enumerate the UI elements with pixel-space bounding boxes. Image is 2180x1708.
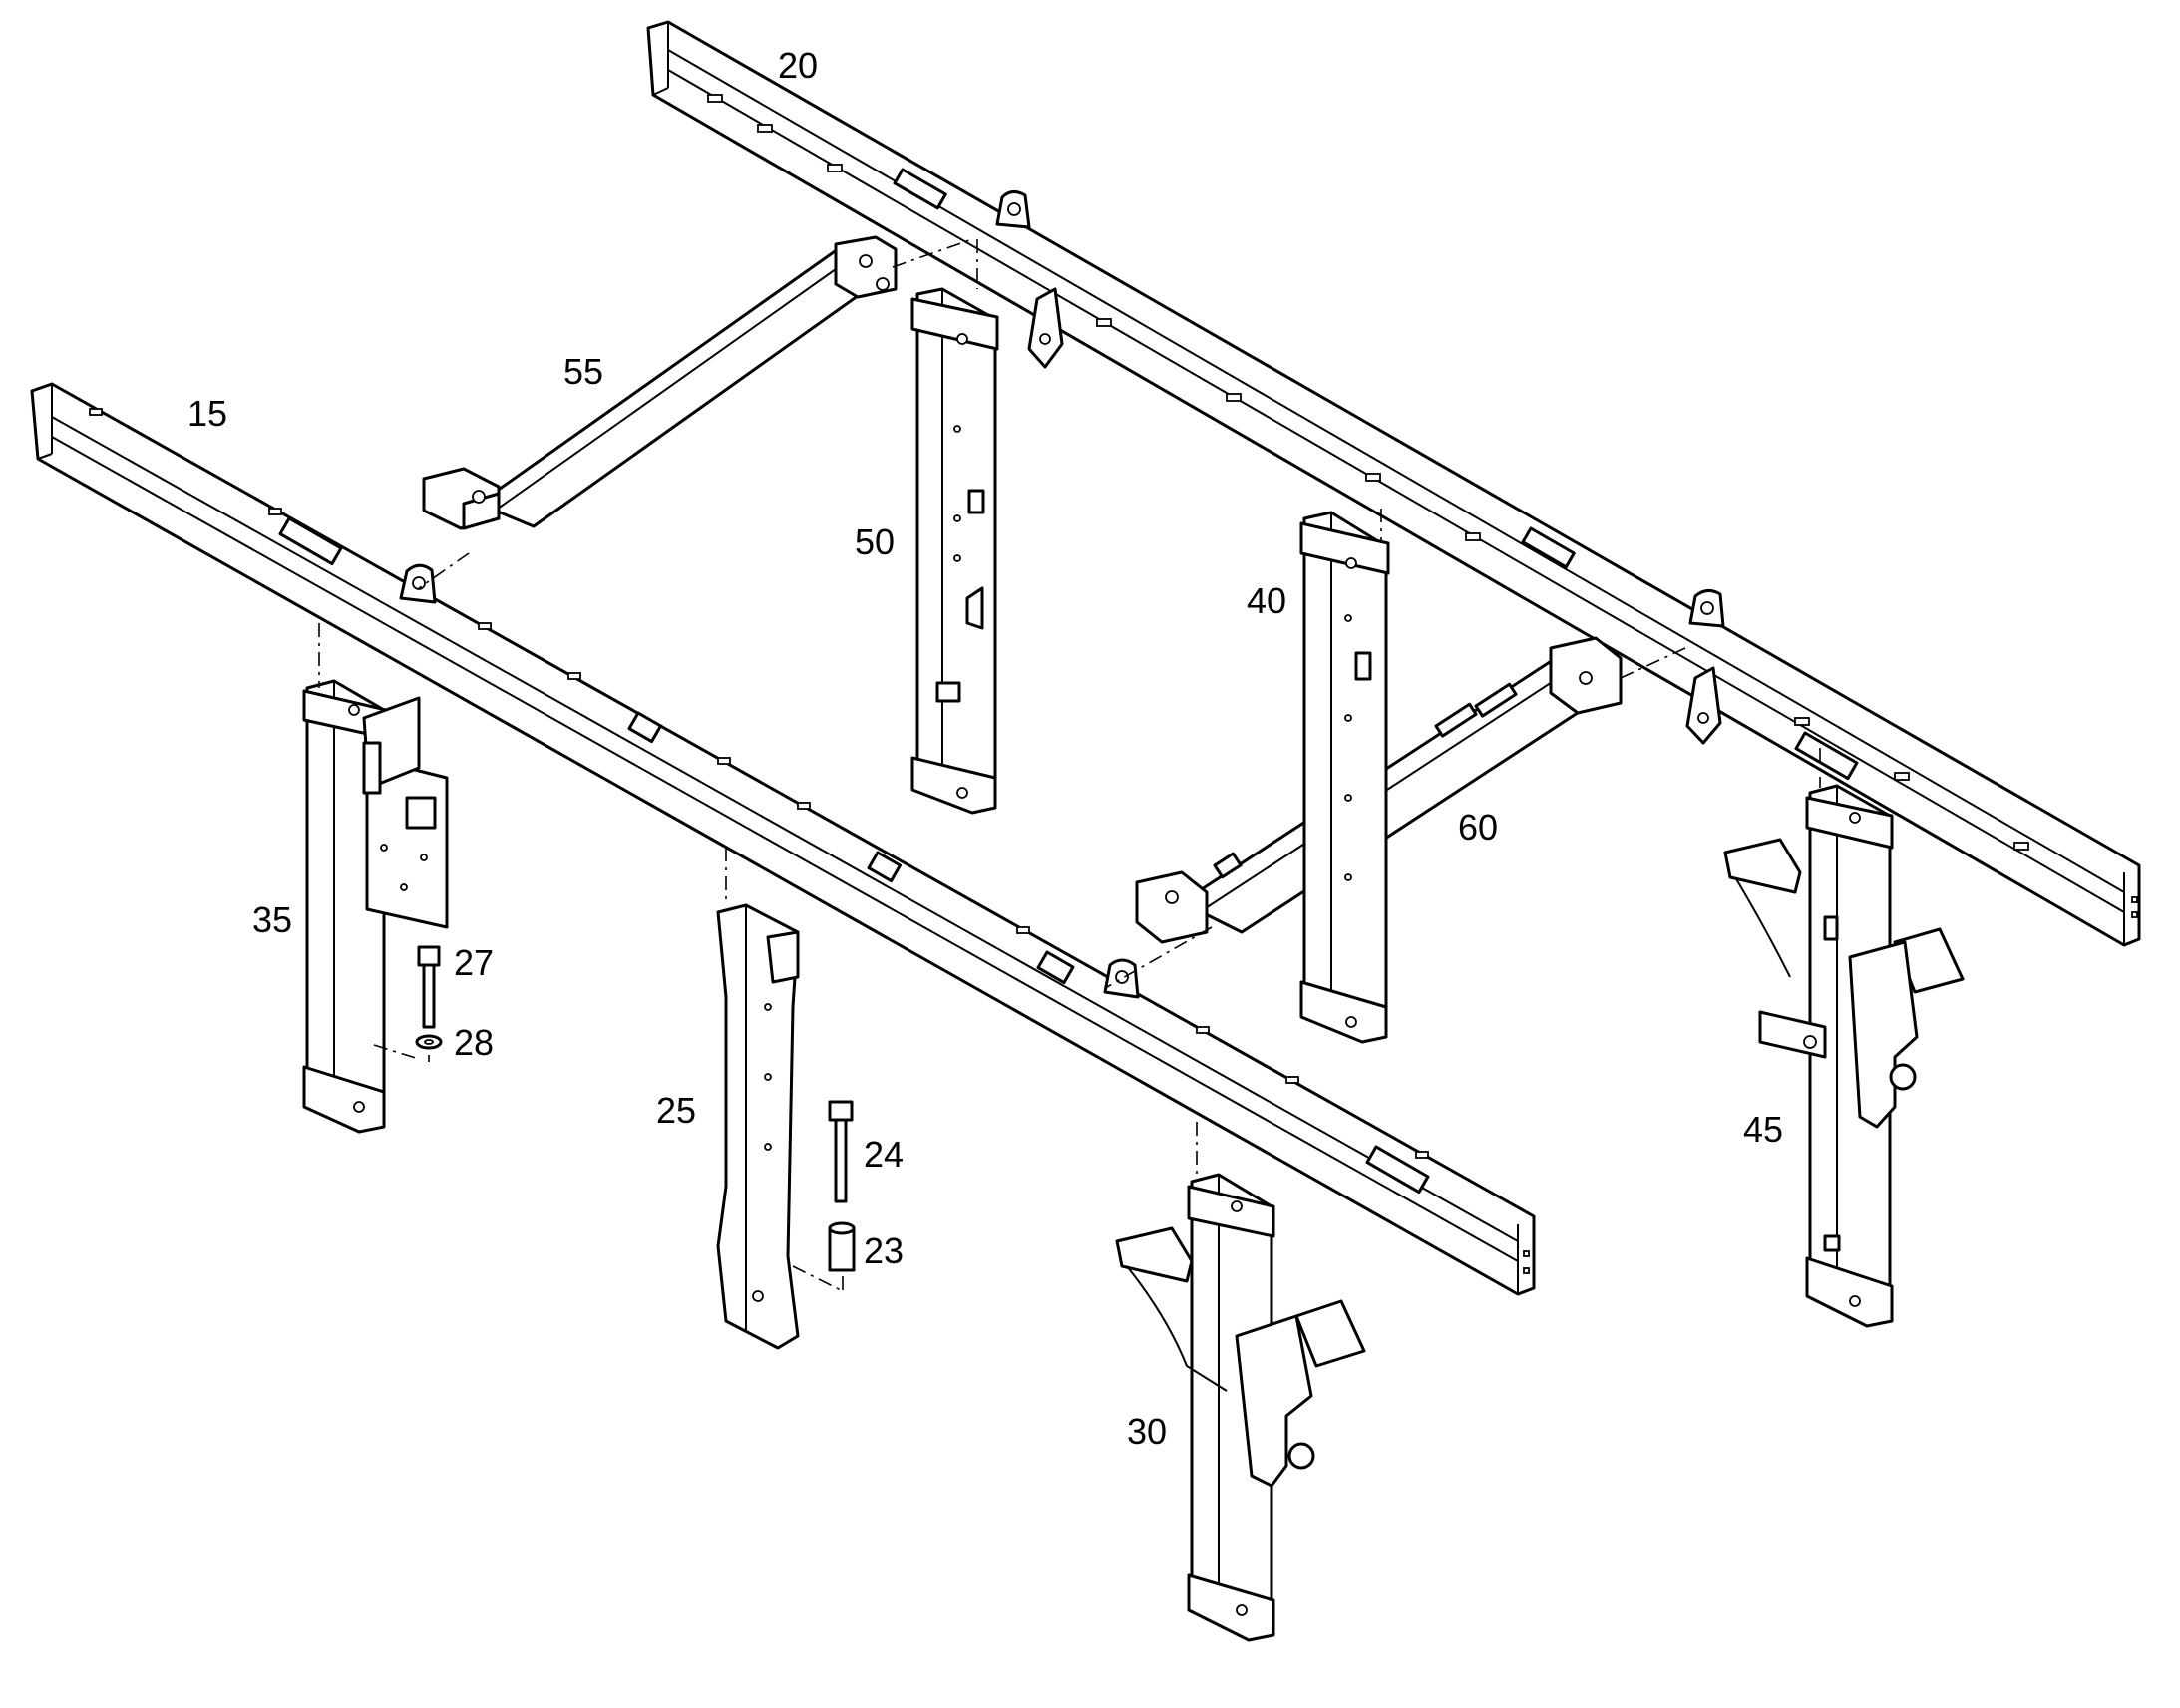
part-25-leg xyxy=(716,903,800,1350)
callout-23: 23 xyxy=(864,1230,904,1271)
part-24-bolt xyxy=(828,1100,854,1203)
part-40-leg xyxy=(1299,511,1390,1044)
part-35-leg xyxy=(302,679,449,1134)
callout-20: 20 xyxy=(778,45,818,86)
part-60-cross-member xyxy=(1135,636,1623,944)
callout-60: 60 xyxy=(1458,807,1498,848)
part-45-leg xyxy=(1723,784,1965,1328)
part-20-rear-beam xyxy=(646,20,2141,947)
part-27-bolt xyxy=(417,945,441,1029)
callout-25: 25 xyxy=(656,1090,696,1131)
callout-40: 40 xyxy=(1247,580,1286,621)
part-50-leg xyxy=(910,287,999,815)
callout-labels: 20 15 55 50 40 60 35 27 28 25 24 23 45 3… xyxy=(187,45,1783,1452)
leader-lines xyxy=(318,238,1821,1292)
callout-45: 45 xyxy=(1743,1109,1783,1150)
callout-27: 27 xyxy=(454,942,494,983)
callout-55: 55 xyxy=(563,351,603,392)
part-28-washer xyxy=(415,1034,443,1050)
callout-35: 35 xyxy=(252,899,292,940)
callout-30: 30 xyxy=(1127,1411,1167,1452)
part-30-leg xyxy=(1115,1173,1366,1642)
part-23-spacer xyxy=(828,1221,856,1272)
part-55-cross-member xyxy=(422,235,898,530)
part-15-front-beam xyxy=(30,382,1536,1296)
callout-50: 50 xyxy=(855,521,895,562)
callout-28: 28 xyxy=(454,1022,494,1063)
callout-15: 15 xyxy=(187,393,227,434)
callout-24: 24 xyxy=(864,1134,904,1175)
